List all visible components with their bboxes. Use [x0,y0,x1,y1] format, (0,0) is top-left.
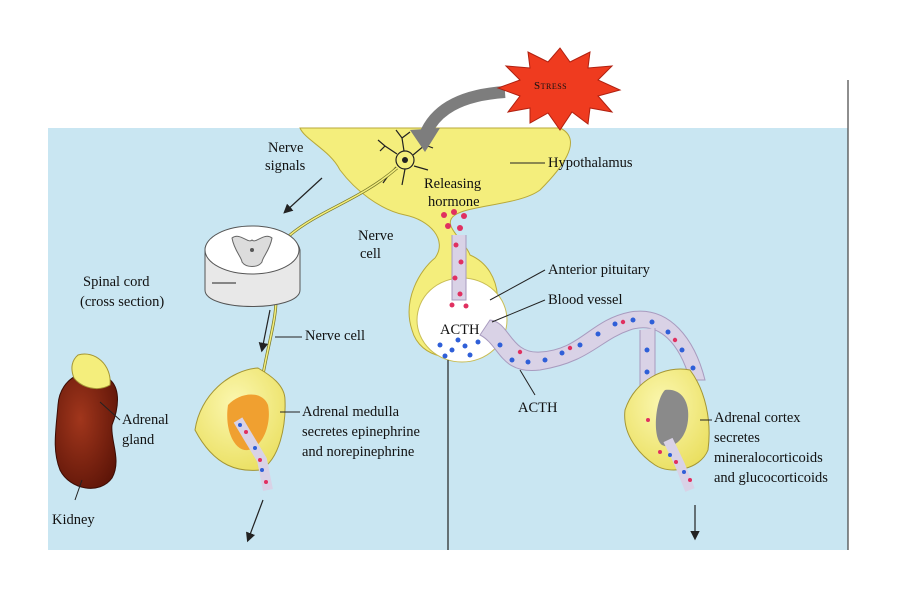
adrenal-cortex-label-line4: and glucocorticoids [714,470,828,486]
adrenal-gland-label-line1: Adrenal [122,412,169,428]
kidney-label: Kidney [52,512,95,528]
adrenal-cortex-label-line2: secretes [714,430,760,446]
adrenal-medulla-label-line3: and norepinephrine [302,444,415,460]
nerve-cell-top-label-line1: Nerve [358,228,394,244]
nerve-cell-hypothalamus [377,129,434,186]
releasing-hormone-dots [441,209,469,309]
nerve-cell-top-label-line2: cell [360,246,381,262]
hypothalamus-label: Hypothalamus [548,155,633,171]
nerve-signals-label-line2: signals [265,158,306,174]
anterior-pituitary-label: Anterior pituitary [548,262,650,278]
nerve-signals-label-line1: Nerve [268,140,304,156]
releasing-hormone-label-line2: hormone [428,194,480,210]
arrows [246,177,700,550]
blood-vessel-label: Blood vessel [548,292,623,308]
adrenal-medulla-gland [194,367,286,491]
releasing-hormone-label-line1: Releasing [424,176,482,192]
spinal-cord-label-line2: (cross section) [80,294,165,310]
adrenal-medulla-label-line1: Adrenal medulla [302,404,400,420]
acth-vessel-label: ACTH [518,400,558,416]
adrenal-medulla-label-line2: secretes epinephrine [302,424,420,440]
stress-burst [496,47,622,131]
adrenal-gland-label-line2: gland [122,432,155,448]
stress-arrow [410,86,506,152]
adrenal-cortex-gland [624,368,710,492]
nerve-cell-label: Nerve cell [305,328,365,344]
spinal-cord [204,225,301,307]
spinal-cord-label-line1: Spinal cord [83,274,150,290]
acth-gland-label: ACTH [440,322,480,338]
stress-label: Stress [534,80,568,92]
adrenal-cortex-label-line1: Adrenal cortex [714,410,801,426]
adrenal-cortex-label-line3: mineralocorticoids [714,450,823,466]
leader-lines [74,162,712,501]
blood-vessel-dots [497,317,696,393]
kidney [54,353,118,489]
